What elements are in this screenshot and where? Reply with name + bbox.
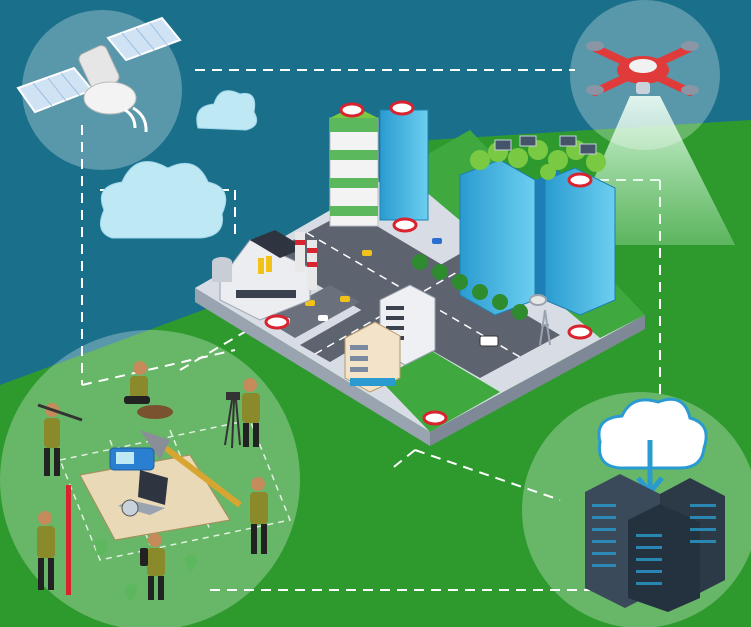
surveyor-icon [140,533,165,600]
factory-building [212,230,317,321]
server-rack-icon [585,474,725,612]
compass-icon [121,499,139,517]
drone-icon [586,41,699,96]
surveyor-icon [250,477,268,554]
office-building [344,321,401,393]
street-trees [412,254,528,320]
location-markers [264,100,593,426]
cloud-icon [99,161,227,239]
solar-panel-icon [494,135,597,155]
satellite-panel [16,10,182,170]
smart-city-platform [195,100,645,446]
shovel-icon [140,430,242,508]
surveyor-icon [37,403,83,476]
cloud-icon [196,90,258,131]
gps-device-icon [109,447,155,471]
cloud-server-panel [522,392,751,627]
antenna-tower-icon [529,294,551,346]
satellite-icon [16,16,182,133]
survey-team-panel [0,330,300,627]
surveyor-icon [124,361,173,419]
surveyor-icon [224,378,260,449]
green-tower-building [329,106,429,227]
leveling-staff [66,485,71,595]
surveyor-icon [37,511,55,590]
glass-skyscraper [544,167,616,316]
drone-panel [565,0,735,245]
map-pin-icons [95,539,197,602]
